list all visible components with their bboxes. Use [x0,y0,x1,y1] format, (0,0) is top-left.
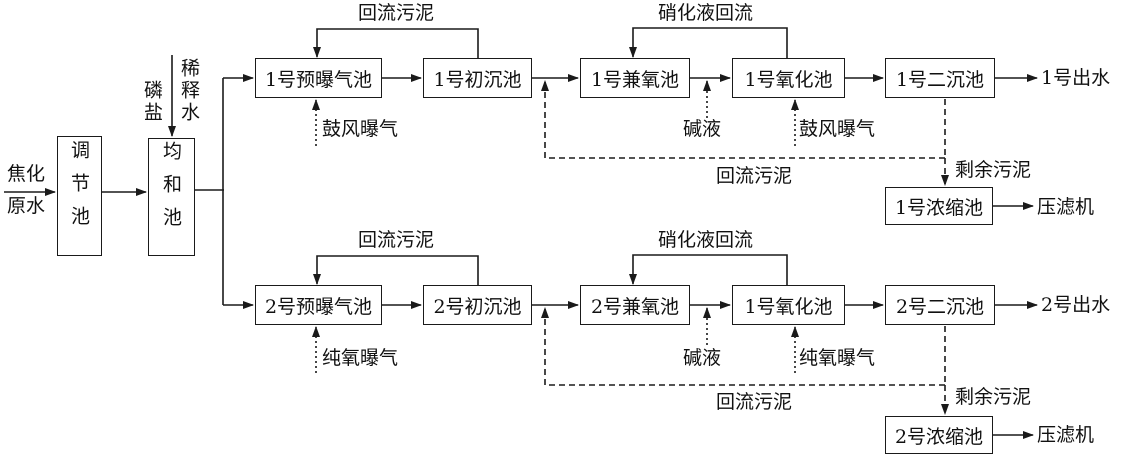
label-return-sludge-top-1: 回流污泥 [358,2,435,24]
label-alkali-1: 碱液 [683,118,722,140]
label-aeration2-2: 纯氧曝气 [799,347,876,369]
box-oxidation-tank-2: 1号氧化池 [732,285,845,325]
label-excess-sludge-1: 剩余污泥 [955,159,1032,181]
label-filter-press-2: 压滤机 [1037,424,1095,446]
box-primary-clarifier-1: 1号初沉池 [423,58,532,98]
box-facultative-tank-2: 2号兼氧池 [580,285,690,325]
box-oxidation-tank-1: 1号氧化池 [732,58,845,98]
label-aeration1-1: 鼓风曝气 [322,118,399,140]
box-facultative-tank-1: 1号兼氧池 [580,58,690,98]
label-return-sludge-bottom-2: 回流污泥 [716,391,793,413]
box-equalize-tank: 调节池 [57,136,102,256]
label-return-sludge-top-2: 回流污泥 [358,229,435,251]
label-alkali-2: 碱液 [683,347,722,369]
box-label: 调节池 [68,139,90,239]
label-raw-water-bottom: 原水 [7,195,46,217]
dashdot-input-lines [312,80,799,373]
t1-return-sludge-loop [313,28,479,58]
box-pre-aeration-tank-2: 2号预曝气池 [255,285,382,325]
box-primary-clarifier-2: 2号初沉池 [423,285,532,325]
label-phosphate: 磷盐 [141,80,163,124]
box-secondary-clarifier-1: 1号二沉池 [885,58,995,98]
label-effluent-1: 1号出水 [1041,67,1111,89]
t2-nitrified-recycle-loop [629,254,788,285]
label-return-sludge-bottom-1: 回流污泥 [716,165,793,187]
solid-flow-lines [4,27,1038,439]
label-filter-press-1: 压滤机 [1037,196,1095,218]
label-effluent-2: 2号出水 [1041,294,1111,316]
box-label: 均和池 [160,140,182,240]
box-pre-aeration-tank-1: 1号预曝气池 [255,58,382,98]
box-mix-tank: 均和池 [148,138,195,256]
label-excess-sludge-2: 剩余污泥 [955,386,1032,408]
label-dilution-water: 稀释水 [178,58,200,124]
t1-nitrified-recycle-loop [629,27,788,58]
dashed-sludge-lines [541,80,949,415]
label-aeration2-1: 鼓风曝气 [799,118,876,140]
label-nitrified-recycle-2: 硝化液回流 [658,229,754,251]
box-thickener-2: 2号浓缩池 [885,416,993,454]
label-raw-water-top: 焦化 [7,163,46,185]
label-aeration1-2: 纯氧曝气 [322,347,399,369]
box-secondary-clarifier-2: 2号二沉池 [885,285,995,325]
box-thickener-1: 1号浓缩池 [885,187,993,225]
t2-return-sludge-loop [313,255,479,285]
label-nitrified-recycle-1: 硝化液回流 [658,2,754,24]
